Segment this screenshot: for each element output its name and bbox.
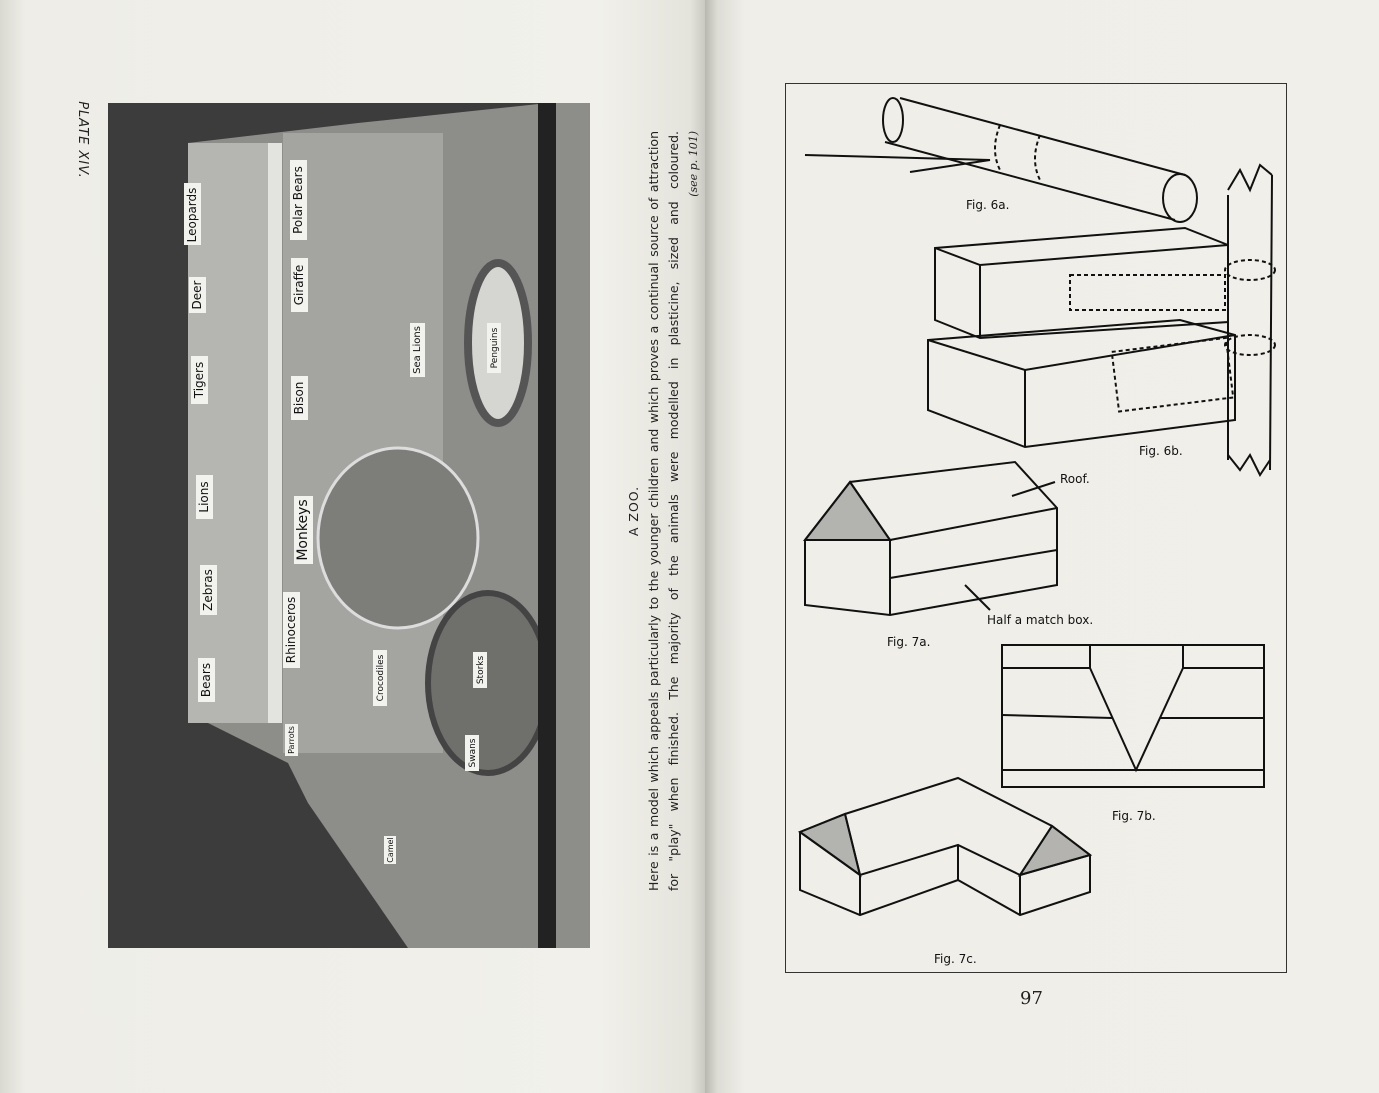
svg-text:Bears: Bears [199, 663, 213, 697]
fig-6b-label: Fig. 6b. [1139, 444, 1183, 458]
svg-text:Leopards: Leopards [185, 188, 199, 243]
figure-frame [785, 83, 1287, 973]
svg-text:Camel: Camel [386, 837, 395, 862]
fig-7b-cutout-drawing [1001, 644, 1265, 788]
photo-label-rhinoceros: Rhinoceros [283, 592, 300, 668]
photo-label-bears: Bears [198, 658, 215, 702]
svg-text:Crocodiles: Crocodiles [376, 654, 386, 701]
svg-text:Bison: Bison [292, 382, 306, 415]
photo-label-tigers: Tigers [191, 356, 208, 404]
fig-7a-label: Fig. 7a. [887, 635, 931, 649]
fig-7b-label: Fig. 7b. [1112, 809, 1156, 823]
photo-label-parrots: Parrots [285, 724, 298, 756]
svg-text:Zebras: Zebras [201, 569, 215, 611]
svg-text:Polar Bears: Polar Bears [291, 166, 305, 234]
fig-7c-l-house-drawing [797, 776, 1093, 917]
svg-text:Tigers: Tigers [192, 362, 206, 399]
svg-text:Rhinoceros: Rhinoceros [284, 597, 298, 663]
svg-text:Penguins: Penguins [490, 327, 500, 368]
fig-7c-label: Fig. 7c. [934, 952, 977, 966]
photo-label-giraffe: Giraffe [291, 258, 308, 312]
photo-label-zebras: Zebras [200, 565, 217, 615]
right-page [705, 0, 1379, 1093]
svg-text:Sea Lions: Sea Lions [412, 326, 423, 374]
svg-text:Deer: Deer [190, 280, 204, 309]
svg-text:Swans: Swans [468, 738, 478, 767]
svg-text:Lions: Lions [197, 481, 211, 512]
photo-label-sea-lions: Sea Lions [410, 323, 425, 377]
fig-6b-blocks-drawing [927, 163, 1276, 477]
half-match-box-annotation: Half a match box. [987, 613, 1094, 627]
svg-text:Monkeys: Monkeys [295, 499, 311, 560]
photo-label-swans: Swans [465, 735, 479, 771]
fig-7a-house-drawing [802, 460, 1058, 617]
photo-label-lions: Lions [196, 475, 213, 519]
photo-label-monkeys: Monkeys [294, 496, 313, 564]
photo-label-storks: Storks [473, 652, 487, 688]
photo-label-penguins: Penguins [487, 323, 501, 373]
left-page: PLATE XIV. Leopards Deer Tigers Lions Ze… [0, 0, 705, 1093]
svg-text:Storks: Storks [476, 656, 486, 685]
photo-label-leopards: Leopards [184, 183, 201, 245]
svg-text:Parrots: Parrots [287, 726, 296, 754]
roof-annotation: Roof. [1060, 472, 1090, 486]
photo-label-bison: Bison [291, 376, 308, 420]
zoo-model-photo: Leopards Deer Tigers Lions Zebras Bears … [108, 103, 590, 948]
photo-label-deer: Deer [189, 277, 206, 313]
svg-text:Giraffe: Giraffe [292, 265, 306, 306]
photo-label-polar-bears: Polar Bears [290, 160, 307, 240]
photo-label-camel: Camel [384, 836, 396, 864]
fig-6a-log-drawing [804, 97, 1198, 223]
page-number: 97 [1020, 988, 1043, 1009]
photo-label-crocodiles: Crocodiles [373, 650, 387, 706]
fig-6a-label: Fig. 6a. [966, 198, 1010, 212]
